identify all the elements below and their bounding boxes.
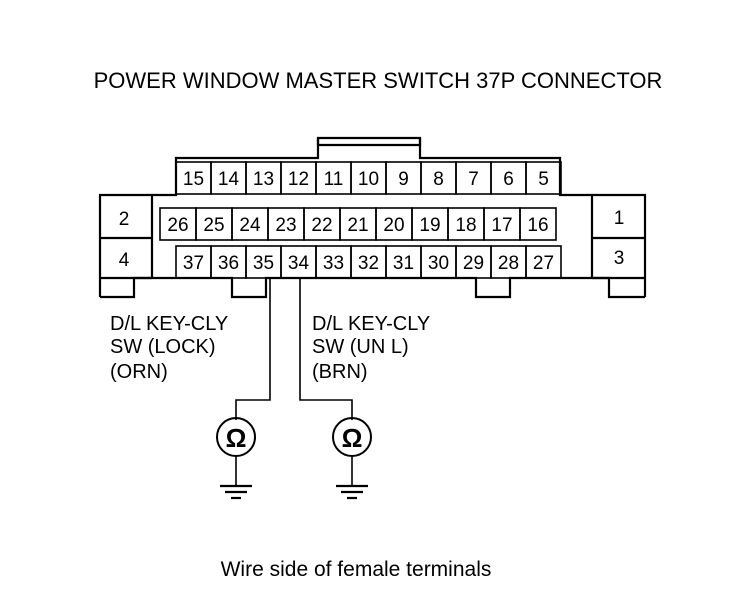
terminal-5: 5 [538,169,549,190]
terminal-37: 37 [183,253,204,274]
terminal-17: 17 [491,215,512,236]
terminal-34: 34 [288,253,310,274]
terminal-8: 8 [433,169,444,190]
terminal-36: 36 [218,253,239,274]
terminal-35: 35 [253,253,274,274]
ohm-symbol-icon: Ω [226,423,247,453]
terminal-23: 23 [275,215,296,236]
ohmmeter-right: Ω [332,417,372,500]
probe-label-lock-line3: (ORN) [110,361,168,383]
terminal-26: 26 [167,215,188,236]
terminal-29: 29 [463,253,484,274]
wire-terminal-34 [299,278,353,420]
terminal-10: 10 [358,169,379,190]
pin-4: 4 [119,250,130,271]
pin-1: 1 [614,208,625,229]
terminal-30: 30 [428,253,449,274]
terminal-24: 24 [239,215,261,236]
terminal-11: 11 [324,169,344,190]
connector-bottom-row: 37 36 35 34 33 32 31 30 29 28 27 [175,245,562,279]
terminal-cell-16 [519,207,557,241]
terminal-15: 15 [183,169,204,190]
terminal-12: 12 [288,169,309,190]
terminal-22: 22 [311,215,332,236]
pin-3: 3 [614,248,625,269]
connector-latch [316,138,422,147]
connector-top-row: 15 14 13 12 11 10 9 8 7 6 5 [175,161,562,195]
terminal-27: 27 [533,253,554,274]
terminal-6: 6 [503,169,514,190]
terminal-32: 32 [358,253,379,274]
wire-terminal-35 [235,278,271,420]
terminal-31: 31 [393,253,414,274]
probe-label-unlock-line1: D/L KEY-CLY [312,313,430,335]
terminal-20: 20 [383,215,404,236]
ohm-symbol-icon: Ω [342,423,363,453]
terminal-28: 28 [498,253,519,274]
probe-wires [235,278,353,420]
probe-label-lock-line1: D/L KEY-CLY [110,313,228,335]
terminal-19: 19 [419,215,440,236]
probe-label-lock-line2: SW (LOCK) [110,336,216,358]
diagram-title: POWER WINDOW MASTER SWITCH 37P CONNECTOR [94,68,663,93]
connector-top-outline [98,136,647,297]
terminal-7: 7 [468,169,479,190]
ohmmeter-left: Ω [216,417,256,500]
terminal-21: 21 [347,215,368,236]
terminal-18: 18 [455,215,476,236]
ground-icon [220,484,252,500]
terminal-cell-5 [525,161,562,195]
probe-label-unlock-line2: SW (UN L) [312,336,409,358]
terminal-cell-27 [525,245,562,279]
ground-icon [336,484,368,500]
terminal-25: 25 [203,215,224,236]
terminal-9: 9 [398,169,409,190]
terminal-13: 13 [253,169,274,190]
connector-middle-row: 26 25 24 23 22 21 20 19 18 17 16 [159,207,557,241]
terminal-33: 33 [323,253,344,274]
pin-2: 2 [119,209,130,230]
terminal-14: 14 [218,169,240,190]
probe-label-unlock-line3: (BRN) [312,361,368,383]
connector-bottom-outline [100,276,645,299]
diagram-caption: Wire side of female terminals [221,558,492,581]
terminal-16: 16 [527,215,548,236]
